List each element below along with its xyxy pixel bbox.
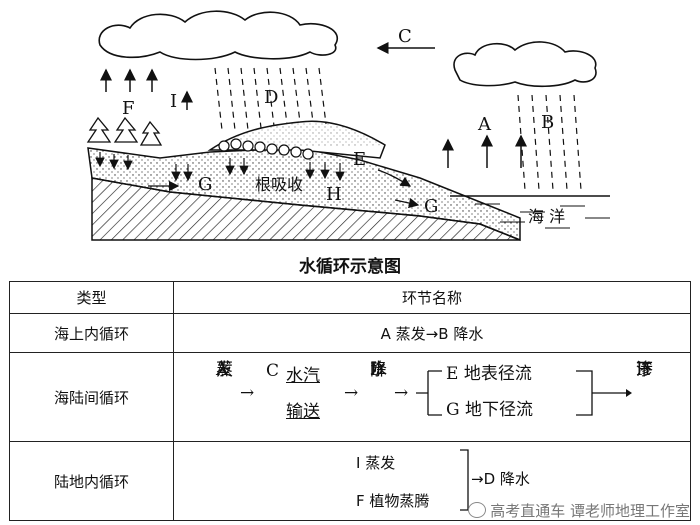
conifer-trees (86, 116, 163, 146)
infiltration-arrows (95, 152, 345, 182)
arrow-3: → (394, 383, 409, 403)
precipitation-D (214, 67, 327, 131)
broadleaf-trees (218, 138, 314, 160)
label-H: H (326, 184, 342, 205)
table-row: 海陆间循环 A 蒸 发 → C 水汽 输送 → D 降 水 → (9, 352, 691, 442)
precipitation-B (517, 94, 582, 191)
header-stages: 环节名称 (173, 281, 691, 314)
label-G-left: G (198, 174, 212, 195)
row-content-sea: A 蒸发→B 降水 (173, 313, 691, 353)
table-row: 陆地内循环 I 蒸发 F 植物蒸腾 →D 降水 (9, 441, 691, 521)
table-header-row: 类型 环节名称 (9, 281, 691, 314)
row-type-land: 陆地内循环 (9, 441, 174, 521)
label-E: E (353, 149, 366, 170)
water-cycle-diagram: 海 洋 (86, 10, 610, 242)
label-I: I (170, 91, 177, 112)
arrow-runoff (377, 169, 412, 187)
watermark: 高考直通车 谭老师地理工作室 (468, 500, 690, 521)
row-content-sea-land: A 蒸 发 → C 水汽 输送 → D 降 水 → E 地表径流 (173, 352, 691, 442)
ocean: 海 洋 (450, 195, 610, 229)
label-B: B (541, 112, 554, 133)
label-C: C (398, 26, 412, 47)
arrow-groundwater-right (394, 197, 420, 209)
arrow-1: → (240, 383, 255, 403)
diagram-caption: 水循环示意图 (299, 257, 401, 277)
sea-land-flow: A 蒸 发 → C 水汽 输送 → D 降 水 → E 地表径流 (216, 360, 653, 422)
arrows-A (442, 134, 527, 168)
land-flow: I 蒸发 F 植物蒸腾 →D 降水 (174, 442, 690, 520)
header-type: 类型 (9, 281, 174, 314)
step-G: G 地下径流 (446, 400, 533, 420)
step-I: I 蒸发 (356, 454, 396, 472)
wechat-icon (468, 502, 487, 518)
sea-cloud (453, 41, 597, 88)
land-bracket (460, 449, 469, 511)
step-D-land: →D 降水 (471, 470, 530, 488)
step-C-letter: C (266, 361, 280, 381)
step-E: E 地表径流 (446, 364, 532, 384)
land-cloud (98, 10, 338, 61)
label-F: F (122, 98, 135, 119)
arrows-F (100, 68, 158, 92)
step-C-line2: 输送 (286, 402, 320, 422)
table-row: 海上内循环 A 蒸发→B 降水 (9, 313, 691, 353)
arrow-2: → (344, 383, 359, 403)
step-C-line1: 水汽 (286, 366, 320, 386)
ocean-label: 海 洋 (528, 207, 565, 226)
label-D: D (264, 87, 278, 108)
row-type-sea: 海上内循环 (9, 313, 174, 353)
row-type-sea-land: 海陆间循环 (9, 352, 174, 442)
branch-bracket-left (416, 370, 442, 416)
water-cycle-table: 类型 环节名称 海上内循环 A 蒸发→B 降水 海陆间循环 A 蒸 发 → C … (9, 281, 691, 521)
branch-bracket-right (576, 370, 632, 416)
label-G-right: G (424, 196, 438, 217)
row-content-land: I 蒸发 F 植物蒸腾 →D 降水 (173, 441, 691, 521)
label-root-absorption: 根吸收 (255, 175, 303, 194)
step-F: F 植物蒸腾 (356, 492, 430, 510)
label-A: A (477, 114, 492, 135)
